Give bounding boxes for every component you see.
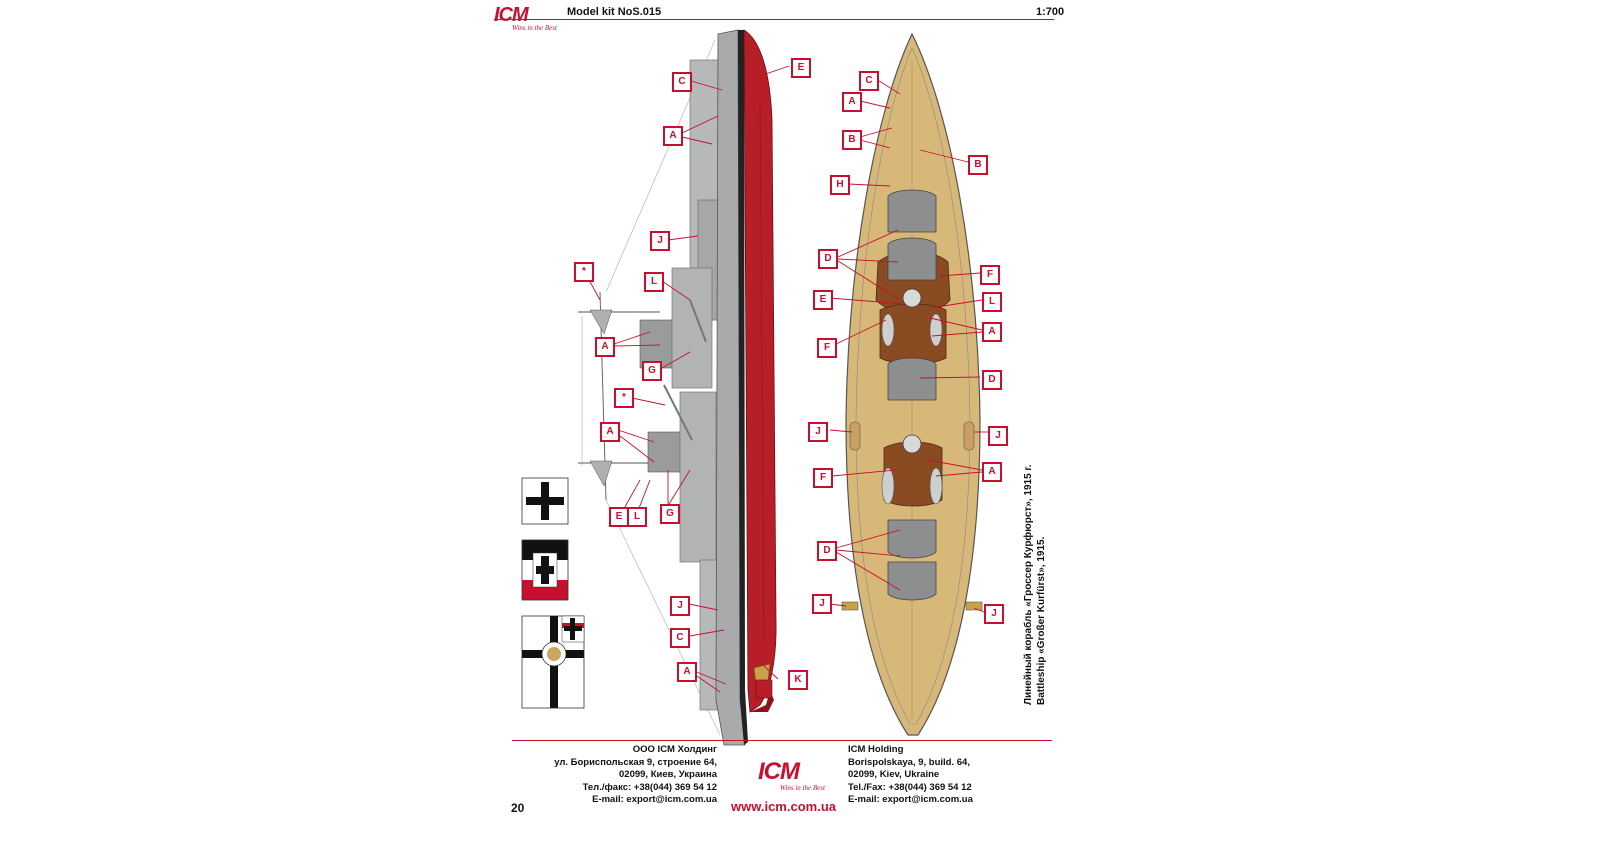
callout-side-A-mid: A xyxy=(600,422,620,442)
callout-side-C-stern: C xyxy=(670,628,690,648)
callout-side-J-stern: J xyxy=(670,596,690,616)
callout-top-C-bow: C xyxy=(859,71,879,91)
callout-top-J-stern-left: J xyxy=(812,594,832,614)
scale-label: 1:700 xyxy=(1036,6,1065,18)
website-link[interactable]: www.icm.com.ua xyxy=(731,799,836,814)
callout-side-G-fore: G xyxy=(642,361,662,381)
street-ru: ул. Бориспольская 9, строение 64, xyxy=(554,756,717,768)
ship-title: Линейный корабль «Гроссер Курфюрст», 191… xyxy=(1022,464,1048,705)
callout-side-E-bow: E xyxy=(791,58,811,78)
top-view xyxy=(841,32,983,736)
address-en: ICM Holding Borispolskaya, 9, build. 64,… xyxy=(848,744,1048,807)
page-number: 20 xyxy=(511,801,525,815)
email-ru: E-mail: export@icm.com.ua xyxy=(592,794,717,805)
phone-en: Tel./Fax: +38(044) 369 54 12 xyxy=(848,781,972,793)
callout-side-C-bow: C xyxy=(672,72,692,92)
callout-side-L-aft: L xyxy=(627,507,647,527)
email-en: E-mail: export@icm.com.ua xyxy=(848,794,973,805)
callout-top-A-fore: A xyxy=(982,322,1002,342)
flag-jack xyxy=(521,539,569,601)
flag-iron-cross xyxy=(521,477,569,525)
kit-number: Model kit NoS.015 xyxy=(567,6,662,18)
callout-top-D-mid: D xyxy=(982,370,1002,390)
company-ru: ООО ICM Холдинг xyxy=(632,744,717,755)
callout-top-J-stern-right: J xyxy=(984,604,1004,624)
callout-top-F-fore: F xyxy=(980,265,1000,285)
callout-side-J-fore: J xyxy=(650,231,670,251)
callout-top-E: E xyxy=(813,290,833,310)
icm-logo-footer: ICM xyxy=(758,758,800,785)
street-en: Borispolskaya, 9, build. 64, xyxy=(848,756,970,768)
callout-top-D-aft: D xyxy=(817,541,837,561)
flag-war-ensign xyxy=(521,615,585,709)
callout-top-F-left: F xyxy=(817,338,837,358)
callout-side-A-stern: A xyxy=(677,662,697,682)
callout-side-E-aft: E xyxy=(609,507,629,527)
ship-title-ru: Линейный корабль «Гроссер Курфюрст», 191… xyxy=(1023,464,1034,705)
city-ru: 02099, Киев, Украина xyxy=(619,769,717,780)
header-rule xyxy=(494,19,1054,20)
callout-top-F-aft: F xyxy=(813,468,833,488)
company-en: ICM Holding xyxy=(848,744,904,755)
phone-ru: Тел./факс: +38(044) 369 54 12 xyxy=(582,781,717,793)
ship-title-en: Battleship «Großer Kurfürst», 1915. xyxy=(1036,536,1047,705)
leader-lines xyxy=(587,65,988,693)
callout-side-A-bow: A xyxy=(663,126,683,146)
icm-logo-footer-tagline: Wins in the Best xyxy=(780,784,825,792)
callout-side-L-fore: L xyxy=(644,272,664,292)
callout-top-H: H xyxy=(830,175,850,195)
callout-top-J-left: J xyxy=(808,422,828,442)
city-en: 02099, Kiev, Ukraine xyxy=(848,769,940,780)
callout-top-B-right: B xyxy=(968,155,988,175)
callout-top-J-right: J xyxy=(988,426,1008,446)
callout-top-B-left: B xyxy=(842,130,862,150)
callout-top-L: L xyxy=(982,292,1002,312)
callout-top-D-fore: D xyxy=(818,249,838,269)
callout-side-K-stern: K xyxy=(788,670,808,690)
side-view xyxy=(578,29,777,746)
callout-top-A-aft: A xyxy=(982,462,1002,482)
icm-logo-tagline: Wins in the Best xyxy=(512,24,557,32)
callout-side-G-aft: G xyxy=(660,504,680,524)
callout-top-A-bow: A xyxy=(842,92,862,112)
callout-side-star-fore: * xyxy=(574,262,594,282)
footer-rule xyxy=(512,740,1052,741)
icm-logo: ICM xyxy=(494,4,529,26)
callout-side-A-fore: A xyxy=(595,337,615,357)
callout-side-star-mid: * xyxy=(614,388,634,408)
address-ru: ООО ICM Холдинг ул. Бориспольская 9, стр… xyxy=(540,744,717,807)
